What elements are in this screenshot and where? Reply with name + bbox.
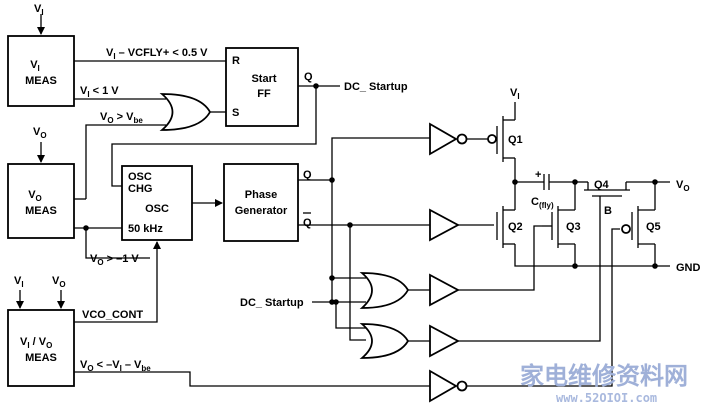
phase-q-wire (298, 137, 430, 302)
svg-text:Q: Q (303, 169, 312, 181)
vo-gt-vbe-signal: VO > Vbe (74, 111, 166, 200)
svg-text:R: R (232, 55, 240, 67)
dc-startup-output: DC_ Startup (298, 81, 408, 93)
svg-text:VO < –VI – Vbe: VO < –VI – Vbe (80, 359, 151, 373)
vi-bottom-input: VI (14, 275, 24, 309)
svg-text:S: S (232, 107, 239, 119)
svg-text:+: + (535, 169, 541, 181)
start-ff-block: R S Q Start FF (225, 47, 313, 127)
vi-vo-meas-block: VI / VO MEAS (7, 309, 75, 387)
svg-text:Start: Start (251, 73, 276, 85)
svg-text:VO: VO (28, 189, 42, 203)
svg-text:MEAS: MEAS (25, 352, 57, 364)
vo-gt-m1-signal: VO > –1 V (74, 225, 150, 267)
top-node-wire (512, 158, 544, 210)
buffer-q2 (429, 208, 494, 242)
or-gate-q4 (359, 323, 430, 359)
svg-text:DC_ Startup: DC_ Startup (344, 81, 408, 93)
svg-text:B: B (604, 205, 612, 217)
svg-text:Q1: Q1 (508, 134, 523, 146)
watermark: 家电维修资料网 www.52OIOI.com (520, 362, 688, 405)
svg-text:www.52OIOI.com: www.52OIOI.com (556, 391, 657, 405)
svg-text:Q: Q (303, 217, 312, 229)
svg-text:家电维修资料网: 家电维修资料网 (520, 362, 688, 390)
vi-top-input: VI (34, 3, 45, 35)
vo-lt-signal: VO < –VI – Vbe (74, 359, 430, 387)
svg-text:OSC: OSC (128, 171, 152, 183)
vi-lt-signal: VI < 1 V (74, 85, 166, 100)
svg-text:MEAS: MEAS (25, 205, 57, 217)
svg-text:OSC: OSC (145, 203, 169, 215)
buffer-q3 (429, 225, 542, 307)
svg-text:Q2: Q2 (508, 221, 523, 233)
mosfet-q1: Q1 (487, 116, 523, 162)
inverter-q1 (429, 122, 488, 156)
vcfly-signal: VI – VCFLY+ < 0.5 V (74, 47, 226, 62)
vco-cont-signal: VCO_CONT (74, 241, 161, 323)
svg-text:VI: VI (510, 87, 520, 101)
svg-text:VI: VI (14, 275, 24, 289)
vi-meas-block: VI MEAS (7, 35, 75, 107)
svg-text:C(fly): C(fly) (531, 196, 554, 210)
osc-chg-wire (111, 86, 317, 187)
mosfet-q4: Q4 B (575, 179, 630, 217)
mosfet-q3: Q3 (542, 182, 581, 269)
vo-bottom-input: VO (52, 275, 66, 309)
svg-text:VCO_CONT: VCO_CONT (82, 309, 143, 321)
inverter-q5 (429, 228, 620, 403)
svg-text:VO > Vbe: VO > Vbe (100, 111, 143, 125)
svg-text:Q5: Q5 (646, 221, 661, 233)
svg-text:VI – VCFLY+ < 0.5 V: VI – VCFLY+ < 0.5 V (106, 47, 208, 61)
osc-block: OSC CHG OSC 50 kHz (121, 165, 193, 241)
svg-text:Phase: Phase (245, 189, 277, 201)
capacitor-cfly: + C(fly) (531, 169, 578, 210)
buffer-q4 (429, 200, 601, 358)
phase-generator-block: Phase Generator Q Q (223, 163, 312, 242)
svg-text:Q4: Q4 (594, 179, 610, 191)
svg-text:FF: FF (257, 88, 271, 100)
svg-text:VI < 1 V: VI < 1 V (80, 85, 119, 99)
svg-text:GND: GND (676, 262, 701, 274)
vo-left-input: VO (33, 126, 47, 163)
svg-text:Q3: Q3 (566, 221, 581, 233)
svg-text:VI: VI (34, 3, 44, 17)
svg-text:VO > –1 V: VO > –1 V (90, 253, 139, 267)
svg-text:VO: VO (33, 126, 47, 140)
svg-text:VI / VO: VI / VO (20, 336, 52, 350)
or-gate-q3 (359, 272, 430, 309)
vo-output-node: VO (626, 179, 690, 193)
svg-text:Q: Q (304, 71, 313, 83)
svg-text:Generator: Generator (235, 205, 288, 217)
svg-text:VO: VO (52, 275, 66, 289)
dc-startup-input: DC_ Startup (240, 297, 366, 329)
or-gate-top (159, 93, 226, 131)
mosfet-q5: Q5 (621, 182, 661, 269)
svg-text:VI: VI (30, 59, 40, 73)
svg-text:50 kHz: 50 kHz (128, 223, 163, 235)
phase-qbar-wire (298, 222, 430, 341)
svg-text:MEAS: MEAS (25, 75, 57, 87)
svg-text:VO: VO (676, 179, 690, 193)
mosfet-q2: Q2 (496, 206, 523, 248)
q1-supply: VI (510, 87, 520, 120)
vo-meas-block: VO MEAS (7, 163, 75, 239)
svg-text:CHG: CHG (128, 183, 152, 195)
svg-text:DC_ Startup: DC_ Startup (240, 297, 304, 309)
gnd-rail: GND (514, 244, 701, 274)
